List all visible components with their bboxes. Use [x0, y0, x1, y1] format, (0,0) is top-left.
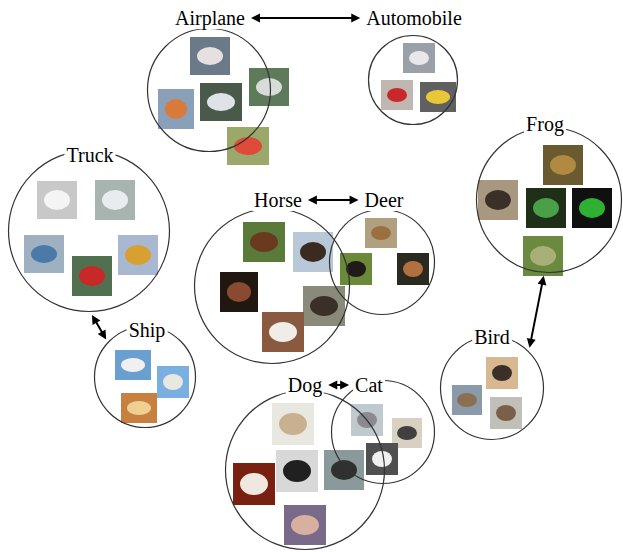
- thumbnail-image: [115, 350, 151, 380]
- arrow-head: [98, 329, 106, 339]
- double-arrow: [92, 315, 106, 340]
- class-label: Frog: [524, 113, 566, 135]
- thumbnail-image: [249, 68, 289, 106]
- thumbnail-image: [365, 218, 397, 248]
- arrow-line: [531, 284, 542, 340]
- thumbnail-image: [572, 188, 612, 228]
- double-arrow: [328, 381, 349, 390]
- thumbnail-image: [95, 180, 135, 220]
- circle-line: [9, 151, 170, 312]
- class-label: Bird: [472, 326, 512, 348]
- arrow-head: [340, 381, 349, 390]
- arrow-head: [527, 338, 536, 348]
- arrow-head: [92, 315, 100, 325]
- class-label: Ship: [127, 319, 168, 341]
- circle-line: [226, 391, 385, 550]
- double-arrow: [251, 14, 360, 23]
- circle-outline: [147, 28, 271, 152]
- arrow-head: [351, 14, 360, 23]
- class-label: Deer: [363, 189, 406, 211]
- thumbnail-image: [190, 37, 230, 75]
- thumbnail-image: [37, 181, 77, 219]
- circle-outline: [94, 326, 196, 428]
- class-circle: Truck: [8, 150, 170, 312]
- circle-outline: [368, 35, 458, 125]
- arrow-head: [350, 196, 359, 205]
- arrow-line: [96, 322, 102, 333]
- thumbnail-image: [381, 80, 413, 110]
- thumbnail-image: [543, 145, 583, 185]
- arrow-line: [259, 17, 352, 19]
- class-label: Automobile: [364, 7, 464, 29]
- class-label: Cat: [353, 374, 385, 396]
- circle-line: [477, 128, 622, 273]
- class-circle: Ship: [94, 326, 196, 428]
- class-label: Airplane: [173, 7, 247, 29]
- thumbnail-image: [403, 43, 435, 73]
- arrow-head: [251, 14, 260, 23]
- thumbnail-image: [486, 357, 518, 389]
- class-label: Dog: [286, 374, 324, 396]
- arrow-head: [538, 276, 547, 286]
- thumbnail-image: [452, 385, 482, 415]
- thumbnail-image: [366, 443, 398, 475]
- thumbnail-image: [243, 222, 285, 262]
- thumbnail-image: [157, 366, 189, 398]
- class-circle: Airplane: [147, 28, 271, 152]
- class-circle: Frog: [476, 127, 622, 273]
- circle-line: [330, 210, 435, 315]
- thumbnail-image: [24, 235, 64, 273]
- class-circle: Bird: [440, 336, 544, 440]
- thumbnail-image: [272, 403, 314, 445]
- thumbnail-image: [490, 397, 522, 429]
- class-circle: Cat: [331, 380, 435, 484]
- class-circle: Deer: [329, 209, 435, 315]
- class-circle: Horse: [194, 208, 350, 364]
- thumbnail-image: [220, 272, 258, 312]
- double-arrow: [308, 196, 359, 205]
- thumbnail-image: [397, 253, 429, 285]
- circle-line: [369, 36, 458, 125]
- thumbnail-image: [420, 82, 456, 112]
- thumbnail-image: [276, 450, 318, 492]
- thumbnail-image: [233, 463, 275, 505]
- arrow-head: [328, 381, 337, 390]
- arrow-head: [308, 196, 317, 205]
- circle-outline: [225, 390, 385, 550]
- thumbnail-image: [200, 83, 242, 121]
- arrow-line: [316, 199, 351, 201]
- thumbnail-image: [284, 505, 326, 545]
- circle-line: [95, 327, 196, 428]
- circle-outline: [476, 127, 622, 273]
- class-label: Horse: [252, 189, 304, 211]
- circle-outline: [440, 336, 544, 440]
- class-circle: Dog: [225, 390, 385, 550]
- double-arrow: [527, 276, 547, 348]
- circle-outline: [329, 209, 435, 315]
- circle-outline: [8, 150, 170, 312]
- circle-outline: [194, 208, 350, 364]
- circle-line: [148, 29, 271, 152]
- thumbnail-image: [478, 180, 518, 220]
- thumbnail-image: [293, 232, 333, 272]
- circle-line: [441, 337, 544, 440]
- thumbnail-image: [262, 312, 304, 352]
- thumbnail-image: [526, 188, 566, 228]
- class-label: Truck: [64, 144, 115, 166]
- thumbnail-image: [324, 450, 364, 490]
- circle-line: [195, 209, 350, 364]
- thumbnail-image: [72, 256, 112, 296]
- thumbnail-image: [121, 393, 157, 423]
- thumbnail-image: [158, 89, 194, 129]
- thumbnail-image: [118, 235, 158, 275]
- class-circle: Automobile: [368, 35, 458, 125]
